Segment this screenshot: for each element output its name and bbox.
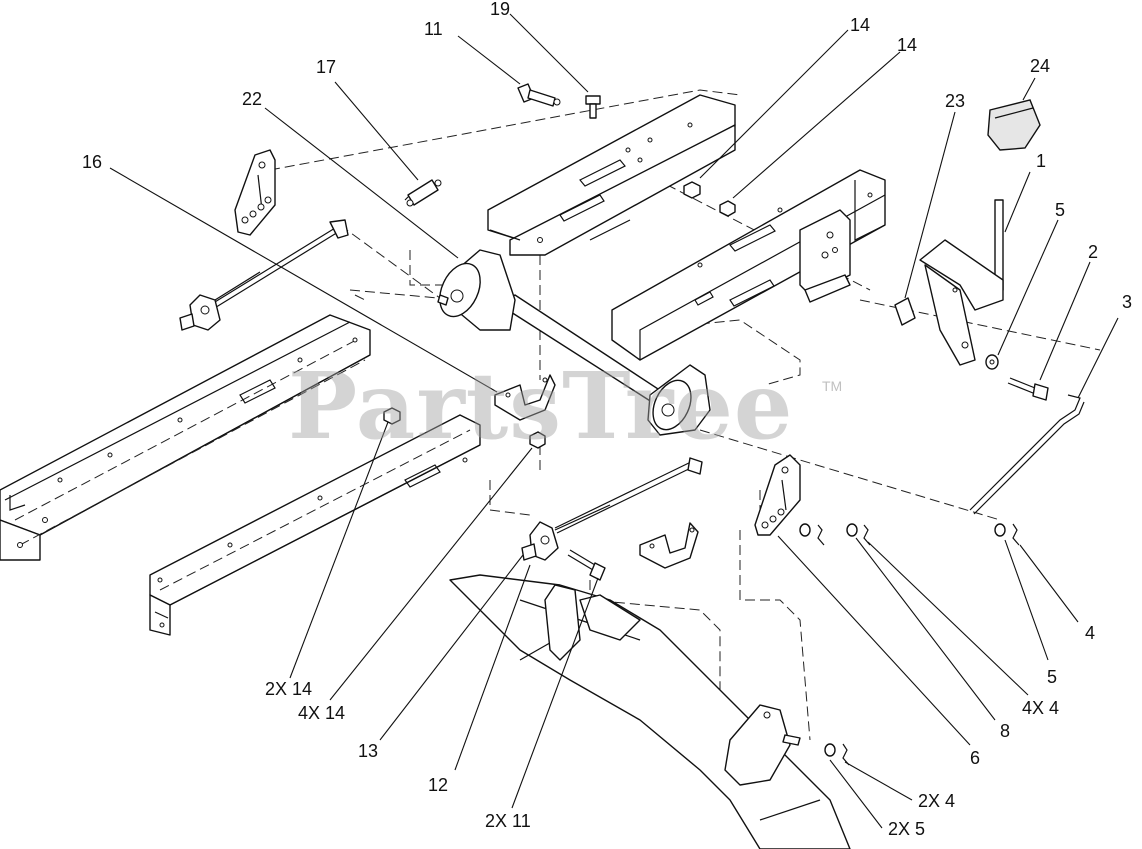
- callout-5-lower: 5: [1047, 667, 1058, 687]
- callout-12: 12: [428, 775, 449, 795]
- right-mount-bracket: [799, 209, 851, 303]
- callout-23: 23: [945, 91, 966, 111]
- callout-8: 8: [1000, 721, 1011, 741]
- spacer-23: [894, 297, 916, 326]
- callout-2x5: 2X 5: [888, 819, 926, 839]
- front-lower-rail: [149, 414, 481, 636]
- callout-14-right: 14: [897, 35, 918, 55]
- cross-shaft-assembly: [437, 249, 711, 436]
- left-frame-rail: [0, 314, 371, 561]
- control-lever: [919, 199, 1004, 366]
- spring-part: [404, 179, 442, 207]
- callout-17: 17: [316, 57, 337, 77]
- callout-13: 13: [358, 741, 379, 761]
- callout-1: 1: [1036, 151, 1047, 171]
- callout-22: 22: [242, 89, 263, 109]
- callout-3: 3: [1122, 292, 1133, 312]
- callout-19: 19: [490, 0, 511, 19]
- callout-4: 4: [1085, 623, 1096, 643]
- callout-6: 6: [970, 748, 981, 768]
- lower-rod-assembly: [521, 457, 703, 561]
- callout-4x14: 4X 14: [298, 703, 346, 723]
- watermark-trademark: TM: [822, 378, 843, 394]
- right-frame-rail: [611, 169, 886, 361]
- upper-center-rail: [487, 94, 736, 256]
- nut-14-c: [383, 407, 401, 425]
- bracket-plate-6: [754, 454, 801, 536]
- washer-5-right: [985, 354, 999, 370]
- callout-14-top: 14: [850, 15, 871, 35]
- callout-2x11: 2X 11: [485, 811, 531, 831]
- callout-16: 16: [82, 152, 103, 172]
- clamp-bracket-16: [494, 374, 556, 421]
- clamp-bracket-lower: [639, 522, 699, 569]
- bolt-12: [567, 549, 606, 581]
- left-rod-assembly: [179, 219, 349, 331]
- left-pivot-bracket: [234, 149, 276, 236]
- bolt-19: [585, 95, 601, 119]
- knob-24: [987, 99, 1041, 151]
- bolt-11: [517, 83, 561, 107]
- bolt-2: [1007, 377, 1049, 401]
- callout-5-upper: 5: [1055, 200, 1066, 220]
- nut-14-d: [529, 431, 546, 449]
- callout-4x4: 4X 4: [1022, 698, 1060, 718]
- callout-2x4: 2X 4: [918, 791, 956, 811]
- rod-3: [969, 394, 1085, 515]
- nut-14-a: [683, 181, 701, 199]
- nut-14-b: [719, 200, 736, 217]
- washers-and-clips: [799, 523, 1020, 766]
- watermark-text: PartsTree: [288, 352, 794, 460]
- callout-2x14: 2X 14: [265, 679, 313, 699]
- callout-2: 2: [1088, 242, 1099, 262]
- callout-24: 24: [1030, 56, 1051, 76]
- callout-11: 11: [424, 19, 443, 39]
- leader-lines: [109, 13, 1119, 829]
- lower-deck-casting: [449, 574, 851, 849]
